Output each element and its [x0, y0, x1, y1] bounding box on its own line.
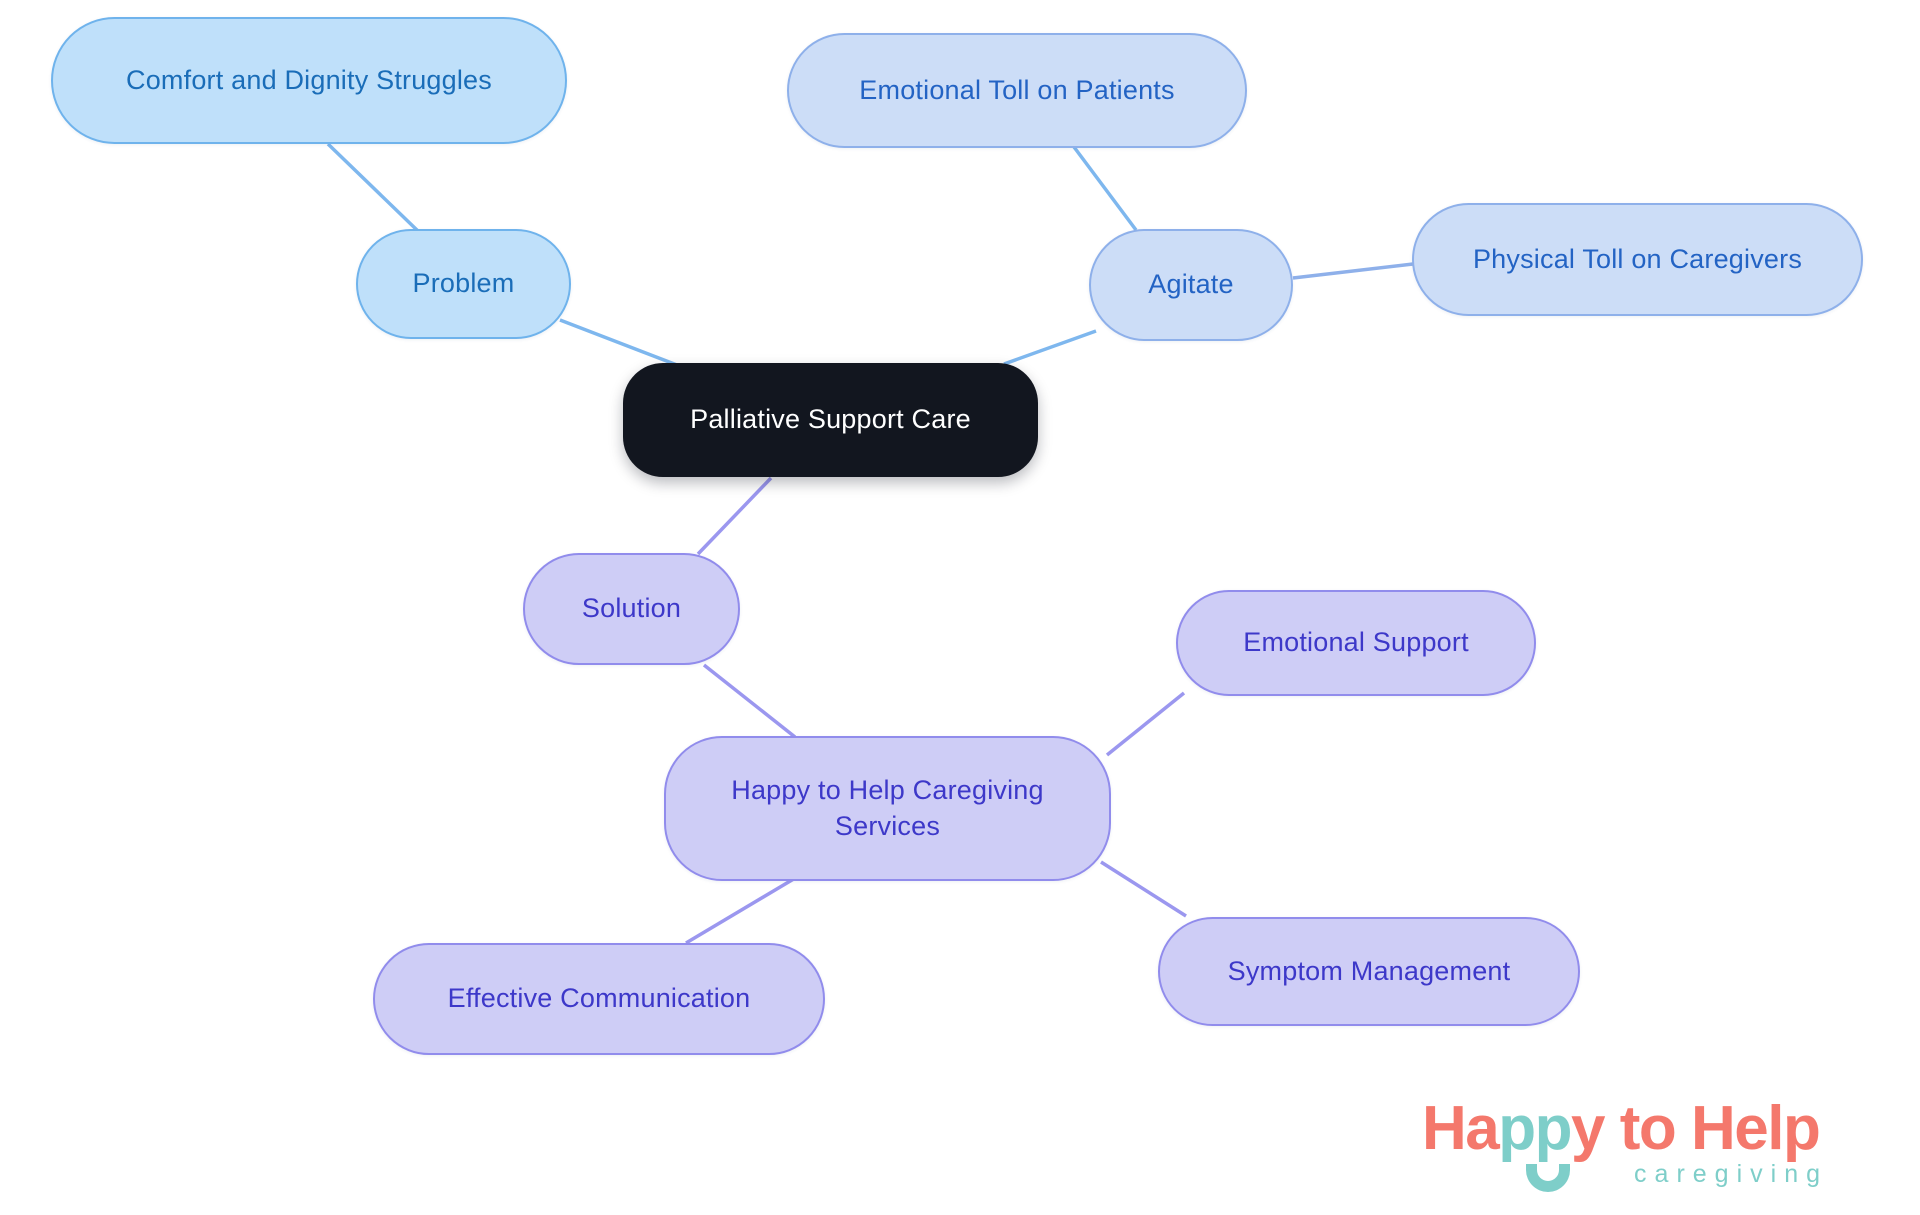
- edge-comfort-problem: [326, 142, 421, 234]
- node-agitate[interactable]: Agitate: [1089, 229, 1293, 341]
- edge-services-communication: [685, 875, 798, 945]
- smile-icon: [1526, 1164, 1570, 1192]
- node-symptom-management[interactable]: Symptom Management: [1158, 917, 1580, 1026]
- node-label: Emotional Support: [1243, 627, 1469, 658]
- node-label: Physical Toll on Caregivers: [1472, 243, 1803, 274]
- edge-central-solution: [696, 476, 773, 556]
- edge-solution-services: [702, 663, 797, 739]
- node-happy-to-help-caregiving-services[interactable]: Happy to Help Caregiving Services: [664, 736, 1111, 881]
- edge-emotionaltoll-agitate: [1072, 145, 1138, 232]
- node-solution[interactable]: Solution: [523, 553, 740, 665]
- logo-text-pp: pp: [1498, 1094, 1572, 1163]
- node-label: Effective Communication: [447, 983, 751, 1014]
- node-effective-communication[interactable]: Effective Communication: [373, 943, 825, 1055]
- node-label: Agitate: [1148, 269, 1234, 300]
- edge-services-symptom: [1100, 860, 1187, 918]
- logo-wordmark: Happy to Help: [1422, 1098, 1874, 1160]
- node-physical-toll-on-caregivers[interactable]: Physical Toll on Caregivers: [1412, 203, 1863, 316]
- edge-agitate-physicaltoll: [1292, 262, 1414, 280]
- logo-text-rest: y to Help: [1571, 1094, 1821, 1163]
- happy-to-help-logo: Happy to Help caregiving: [1422, 1098, 1874, 1210]
- logo-text-ha: Ha: [1422, 1094, 1500, 1163]
- node-label: Emotional Toll on Patients: [859, 74, 1175, 105]
- node-emotional-support[interactable]: Emotional Support: [1176, 590, 1536, 696]
- node-central-palliative-support-care[interactable]: Palliative Support Care: [623, 363, 1038, 477]
- node-label: Symptom Management: [1227, 955, 1511, 986]
- edge-problem-central: [559, 318, 678, 367]
- node-label: Happy to Help Caregiving Services: [731, 775, 1044, 841]
- node-comfort-and-dignity-struggles[interactable]: Comfort and Dignity Struggles: [51, 17, 567, 144]
- logo-subtitle: caregiving: [1634, 1160, 1828, 1188]
- node-label: Problem: [412, 268, 515, 299]
- node-emotional-toll-on-patients[interactable]: Emotional Toll on Patients: [787, 33, 1247, 148]
- node-label: Solution: [581, 593, 682, 624]
- node-problem[interactable]: Problem: [356, 229, 571, 339]
- node-label: Palliative Support Care: [690, 404, 971, 435]
- node-label: Comfort and Dignity Struggles: [126, 64, 492, 95]
- edge-services-emotionalsupport: [1105, 691, 1186, 757]
- edge-agitate-central: [1003, 329, 1097, 366]
